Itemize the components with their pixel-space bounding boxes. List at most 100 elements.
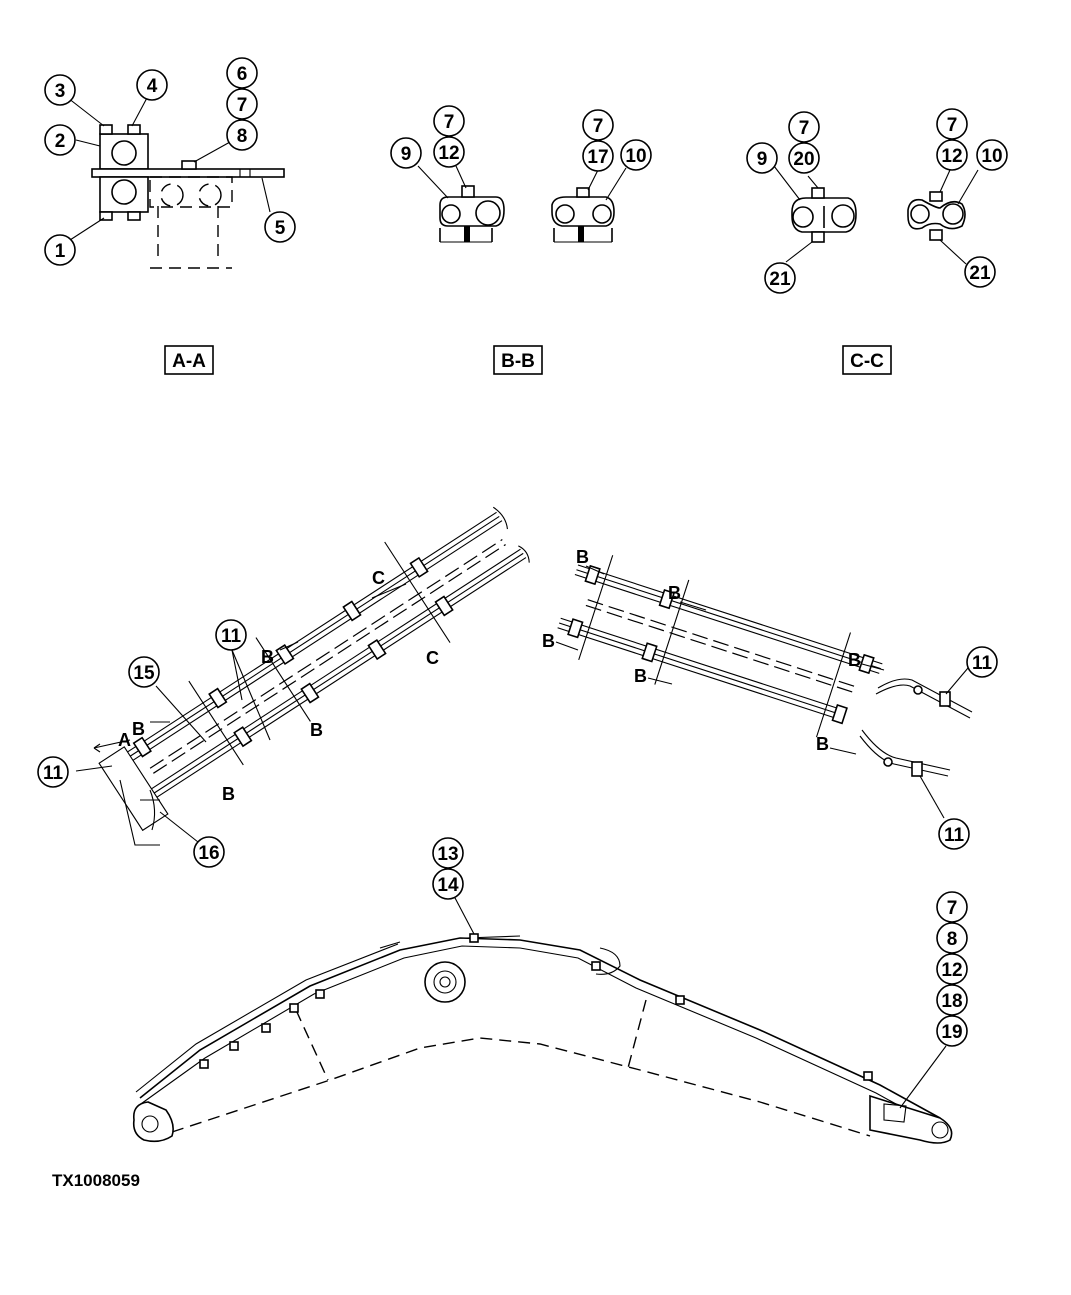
callout-11-left: 11 xyxy=(37,756,69,788)
callout-11-right-top: 11 xyxy=(966,646,998,678)
boom-view xyxy=(132,933,953,1144)
svg-text:17: 17 xyxy=(587,147,608,168)
section-a-a-drawing xyxy=(91,124,285,269)
section-b-b-box xyxy=(493,345,543,375)
svg-text:9: 9 xyxy=(401,144,412,165)
callout-7-c2: 7 xyxy=(936,108,968,140)
svg-text:21: 21 xyxy=(769,269,791,290)
marker-b-9: B xyxy=(848,650,861,670)
svg-text:4: 4 xyxy=(147,76,158,97)
callout-7-boom: 7 xyxy=(936,891,968,923)
callout-16: 16 xyxy=(193,836,225,868)
svg-text:7: 7 xyxy=(947,898,958,919)
callout-21-c2: 21 xyxy=(964,256,996,288)
svg-text:12: 12 xyxy=(941,960,962,981)
section-c-c-leaders xyxy=(773,165,979,265)
callout-14: 14 xyxy=(432,868,464,900)
callout-18: 18 xyxy=(936,984,968,1016)
svg-text:11: 11 xyxy=(221,626,242,647)
marker-b-5: B xyxy=(576,547,589,567)
section-b-b-left-drawing xyxy=(439,185,505,243)
svg-text:3: 3 xyxy=(55,81,66,102)
svg-text:18: 18 xyxy=(941,991,962,1012)
callout-8-boom: 8 xyxy=(936,922,968,954)
callout-11-right-bottom: 11 xyxy=(938,818,970,850)
callout-13: 13 xyxy=(432,837,464,869)
svg-text:12: 12 xyxy=(438,143,459,164)
callout-6: 6 xyxy=(226,57,258,89)
svg-text:6: 6 xyxy=(237,64,248,85)
svg-text:16: 16 xyxy=(198,843,219,864)
right-view-leaders xyxy=(919,667,969,819)
left-view-leaders xyxy=(75,649,271,843)
callouts: 3 4 2 1 6 7 8 5 7 12 9 7 17 10 7 20 9 21… xyxy=(37,57,1008,1047)
svg-text:15: 15 xyxy=(133,663,155,684)
svg-text:7: 7 xyxy=(444,112,455,133)
right-arm-view xyxy=(557,555,973,777)
callout-20: 20 xyxy=(788,142,820,174)
svg-text:11: 11 xyxy=(43,763,64,784)
section-b-b-right-drawing xyxy=(551,187,615,243)
svg-text:10: 10 xyxy=(625,146,646,167)
svg-text:9: 9 xyxy=(757,149,768,170)
marker-a: A xyxy=(118,730,131,750)
callout-7-b1: 7 xyxy=(433,105,465,137)
svg-text:13: 13 xyxy=(437,844,458,865)
marker-c-2: C xyxy=(426,648,439,668)
marker-b-6: B xyxy=(668,583,681,603)
section-c-c-right-drawing xyxy=(907,191,966,241)
callout-21-c1: 21 xyxy=(764,262,796,294)
callout-7-a: 7 xyxy=(226,88,258,120)
marker-b-4: B xyxy=(310,720,323,740)
section-c-c-label: C-C xyxy=(850,351,884,372)
callout-15: 15 xyxy=(128,656,160,688)
callout-5: 5 xyxy=(264,211,296,243)
callout-10-b2: 10 xyxy=(620,139,652,171)
svg-text:12: 12 xyxy=(941,146,962,167)
callout-11-left-top: 11 xyxy=(215,619,247,651)
section-c-c-box xyxy=(842,345,892,375)
svg-text:7: 7 xyxy=(237,95,248,116)
right-view-markers: B B B B B B xyxy=(542,547,885,755)
left-view-markers: A B B B B C C xyxy=(93,568,439,804)
svg-text:8: 8 xyxy=(947,929,958,950)
svg-text:1: 1 xyxy=(55,241,66,262)
callout-7-c1: 7 xyxy=(788,111,820,143)
svg-text:19: 19 xyxy=(941,1022,962,1043)
svg-text:8: 8 xyxy=(237,126,248,147)
marker-b-10: B xyxy=(816,734,829,754)
section-a-a-label: A-A xyxy=(172,351,206,372)
marker-b-7: B xyxy=(542,631,555,651)
section-c-c-left-drawing xyxy=(791,187,857,243)
callout-10-c2: 10 xyxy=(976,139,1008,171)
marker-b-1: B xyxy=(132,719,145,739)
callout-1: 1 xyxy=(44,234,76,266)
callout-12-boom: 12 xyxy=(936,953,968,985)
figure-code: TX1008059 xyxy=(52,1171,140,1190)
svg-text:20: 20 xyxy=(793,149,814,170)
callout-9-b1: 9 xyxy=(390,137,422,169)
boom-leaders xyxy=(453,895,947,1109)
callout-19: 19 xyxy=(936,1015,968,1047)
left-arm-view xyxy=(98,506,530,846)
section-a-a-box xyxy=(164,345,214,375)
callout-9-c1: 9 xyxy=(746,142,778,174)
svg-text:2: 2 xyxy=(55,131,66,152)
section-b-b-label: B-B xyxy=(501,351,535,372)
section-b-b-leaders xyxy=(417,165,627,201)
svg-text:11: 11 xyxy=(972,653,993,674)
callout-7-b2: 7 xyxy=(582,109,614,141)
svg-text:5: 5 xyxy=(275,218,286,239)
marker-b-3: B xyxy=(261,647,274,667)
callout-12-b1: 12 xyxy=(433,136,465,168)
marker-b-2: B xyxy=(222,784,235,804)
callout-2: 2 xyxy=(44,124,76,156)
callout-3: 3 xyxy=(44,74,76,106)
marker-b-8: B xyxy=(634,666,647,686)
callout-4: 4 xyxy=(136,69,168,101)
section-a-a-leaders xyxy=(67,95,271,241)
svg-text:7: 7 xyxy=(799,118,810,139)
svg-text:21: 21 xyxy=(969,263,991,284)
svg-text:7: 7 xyxy=(593,116,604,137)
